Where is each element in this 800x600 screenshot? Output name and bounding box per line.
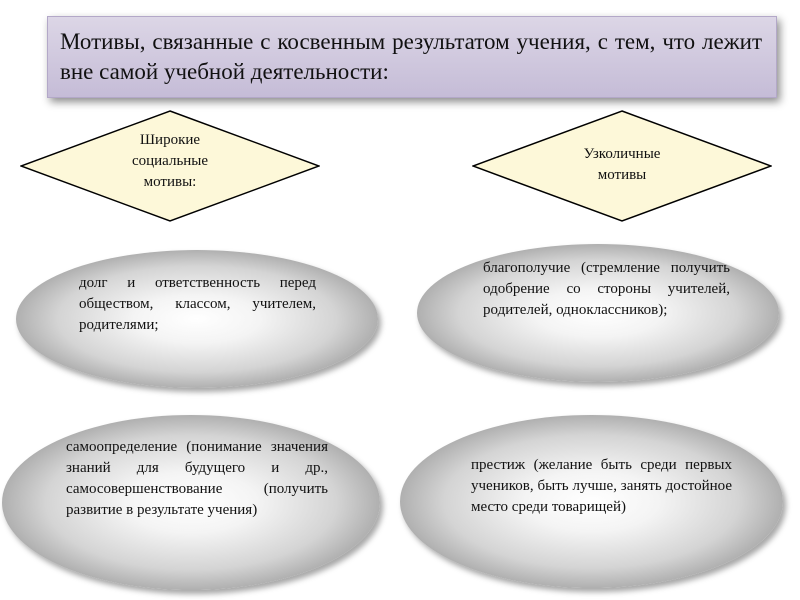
narrow-personal-motives-label: Узколичные мотивы [472,144,772,186]
duty-motive-ellipse [16,250,378,388]
diagram-title: Мотивы, связанные с косвенным результато… [60,29,762,84]
duty-motive-text: долг и ответственность перед обществом, … [79,275,316,333]
broad-label-line2: социальные [131,153,209,169]
self-determination-motive-ellipse [2,415,380,590]
broad-label-line3: мотивы: [143,174,197,190]
broad-label-line1: Широкие [139,132,201,148]
narrow-label-line2: мотивы [597,167,647,183]
wellbeing-motive-ellipse [417,244,779,382]
prestige-motive-ellipse [400,415,783,588]
title-box: Мотивы, связанные с косвенным результато… [47,16,777,98]
self-determination-motive-text: самоопределение (понимание значения знан… [66,439,328,518]
prestige-motive-text: престиж (желание быть среди первых учени… [471,457,732,515]
broad-social-motives-label: Широкие социальные мотивы: [20,130,320,193]
wellbeing-motive-text: благополучие (стремление получить одобре… [483,260,730,318]
narrow-personal-motives-diamond: Узколичные мотивы [472,110,772,222]
diamond-shape-right [472,110,772,222]
narrow-label-line1: Узколичные [583,146,661,162]
broad-social-motives-diamond: Широкие социальные мотивы: [20,110,320,222]
diamond-shape-left [20,110,320,222]
